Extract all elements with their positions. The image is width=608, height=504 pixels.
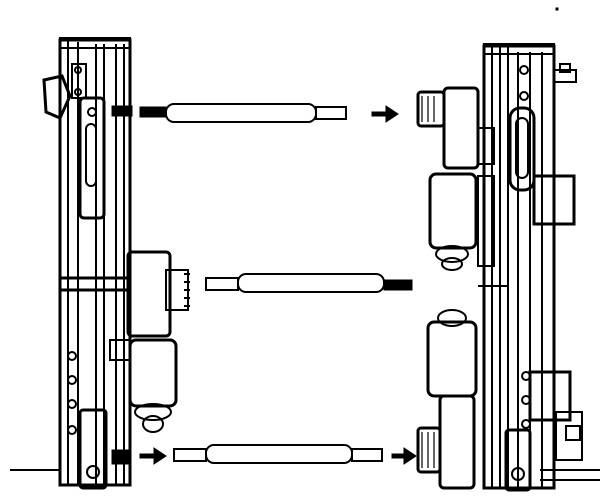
left-foot-plate xyxy=(78,408,108,490)
shaft-bottom-right-end xyxy=(351,448,383,462)
right-frame-assembly xyxy=(416,43,600,492)
right-upper-bracket xyxy=(532,174,576,226)
shaft-bottom-left-end xyxy=(173,448,207,462)
connecting-shaft-top xyxy=(139,103,399,123)
right-lower-bracket xyxy=(528,370,572,422)
left-motor-end xyxy=(134,403,172,421)
shaft-bottom-body xyxy=(205,444,353,464)
left-mount-housing xyxy=(126,250,172,338)
arrow-bottom-right xyxy=(391,447,417,465)
left-bottom-bolt xyxy=(111,449,129,465)
right-lower-gear xyxy=(416,426,442,474)
right-upper-housing xyxy=(442,86,480,170)
right-upper-motor xyxy=(428,172,478,250)
right-lower-motor xyxy=(426,320,478,398)
connecting-shaft-bottom xyxy=(139,444,417,465)
left-upper-clamp xyxy=(42,74,72,120)
shaft-middle-body xyxy=(237,273,385,293)
connecting-shaft-middle xyxy=(205,273,413,293)
left-slot xyxy=(85,123,97,187)
right-foot-plate xyxy=(504,428,532,492)
right-slotted-plate xyxy=(508,106,536,192)
left-motor-body xyxy=(128,338,178,408)
shaft-top-thread xyxy=(139,106,167,118)
shaft-middle-left-end xyxy=(205,277,239,291)
shaft-top-end xyxy=(315,106,347,120)
left-top-bolt xyxy=(111,105,133,117)
shaft-middle-thread xyxy=(383,279,413,291)
arrow-bottom-left xyxy=(139,447,167,465)
right-lower-housing xyxy=(438,394,476,490)
shaft-top-body xyxy=(165,103,317,123)
left-frame-assembly xyxy=(10,37,190,490)
left-slotted-plate xyxy=(78,96,106,220)
arrow-top xyxy=(371,105,399,123)
